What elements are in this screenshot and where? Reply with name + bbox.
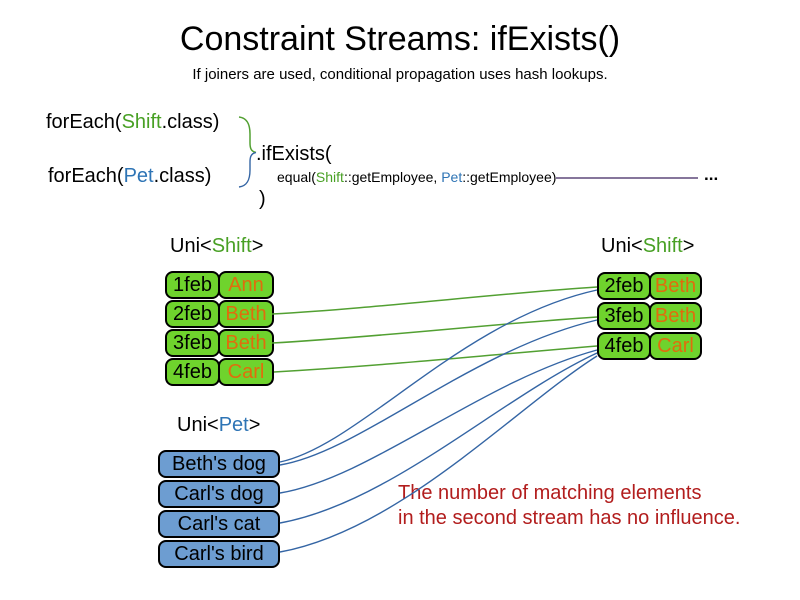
match-line-shift-3feb xyxy=(271,316,598,344)
date-cell: 3feb xyxy=(597,302,651,330)
code-foreach-pet: forEach(Pet.class) xyxy=(48,165,211,188)
label-text: Uni< xyxy=(170,235,212,257)
table-row: 3feb Beth xyxy=(597,302,702,330)
label-text: > xyxy=(251,235,264,257)
pet-type-token: Pet xyxy=(218,414,249,436)
code-foreach-shift: forEach(Shift.class) xyxy=(46,111,219,134)
label-text: > xyxy=(248,414,261,436)
employee-cell: Beth xyxy=(218,329,274,357)
match-line-shift-4feb xyxy=(273,345,598,373)
date-cell: 2feb xyxy=(597,272,651,300)
shift-class-token: Shift xyxy=(121,111,162,133)
label-uni-shift-left: Uni<Shift> xyxy=(170,235,263,258)
date-cell: 4feb xyxy=(165,358,220,386)
code-text: .class) xyxy=(161,111,220,133)
employee-cell: Beth xyxy=(649,272,702,300)
match-line-beths-dog-2feb xyxy=(279,289,598,463)
employee-cell: Ann xyxy=(218,271,274,299)
pet-cell: Beth's dog xyxy=(158,450,280,478)
date-cell: 2feb xyxy=(165,300,220,328)
employee-cell: Carl xyxy=(218,358,274,386)
code-text: ::getEmployee, xyxy=(343,169,442,185)
right-shift-table: 2feb Beth 3feb Beth 4feb Carl xyxy=(597,272,702,362)
note-line: The number of matching elements xyxy=(398,482,702,504)
brace-bottom-blue xyxy=(238,151,257,188)
table-row: Beth's dog xyxy=(158,450,280,478)
note-line: in the second stream has no influence. xyxy=(398,507,741,529)
code-equal-joiner: equal(Shift::getEmployee, Pet::getEmploy… xyxy=(277,169,556,185)
label-uni-shift-right: Uni<Shift> xyxy=(601,235,694,258)
label-text: > xyxy=(682,235,695,257)
code-text: equal( xyxy=(277,169,316,185)
shift-type-token: Shift xyxy=(211,235,252,257)
code-text: forEach( xyxy=(46,111,122,133)
code-text: forEach( xyxy=(48,165,124,187)
table-row: 3feb Beth xyxy=(165,329,274,357)
table-row: 4feb Carl xyxy=(165,358,274,386)
table-row: 2feb Beth xyxy=(597,272,702,300)
continuation-ellipsis: ... xyxy=(704,165,719,184)
pet-cell: Carl's dog xyxy=(158,480,280,508)
left-shift-table: 1feb Ann 2feb Beth 3feb Beth 4feb Carl xyxy=(165,271,274,387)
shift-type-token: Shift xyxy=(642,235,683,257)
note-text: The number of matching elements in the s… xyxy=(398,481,740,531)
table-row: Carl's bird xyxy=(158,540,280,568)
pet-class-token: Pet xyxy=(441,169,463,185)
match-line-carls-dog-4feb xyxy=(279,349,598,494)
match-line-shift-2feb xyxy=(271,286,598,315)
code-ifexists: .ifExists( xyxy=(256,143,332,165)
employee-cell: Beth xyxy=(218,300,274,328)
label-uni-pet: Uni<Pet> xyxy=(177,414,260,437)
employee-cell: Carl xyxy=(649,332,702,360)
shift-class-token: Shift xyxy=(315,169,344,185)
date-cell: 3feb xyxy=(165,329,220,357)
match-line-beths-dog-3feb xyxy=(279,319,598,466)
label-text: Uni< xyxy=(601,235,643,257)
date-cell: 1feb xyxy=(165,271,220,299)
slide-subtitle: If joiners are used, conditional propaga… xyxy=(192,66,608,83)
pet-table: Beth's dog Carl's dog Carl's cat Carl's … xyxy=(158,450,280,570)
code-text: .class) xyxy=(153,165,212,187)
table-row: 1feb Ann xyxy=(165,271,274,299)
code-close-paren: ) xyxy=(259,188,266,210)
employee-cell: Beth xyxy=(649,302,702,330)
code-text: ::getEmployee) xyxy=(462,169,557,185)
table-row: 2feb Beth xyxy=(165,300,274,328)
pet-cell: Carl's cat xyxy=(158,510,280,538)
pet-class-token: Pet xyxy=(123,165,154,187)
pet-cell: Carl's bird xyxy=(158,540,280,568)
table-row: 4feb Carl xyxy=(597,332,702,360)
table-row: Carl's cat xyxy=(158,510,280,538)
table-row: Carl's dog xyxy=(158,480,280,508)
label-text: Uni< xyxy=(177,414,219,436)
date-cell: 4feb xyxy=(597,332,651,360)
brace-top-green xyxy=(238,116,257,154)
slide-title: Constraint Streams: ifExists() xyxy=(179,20,621,58)
